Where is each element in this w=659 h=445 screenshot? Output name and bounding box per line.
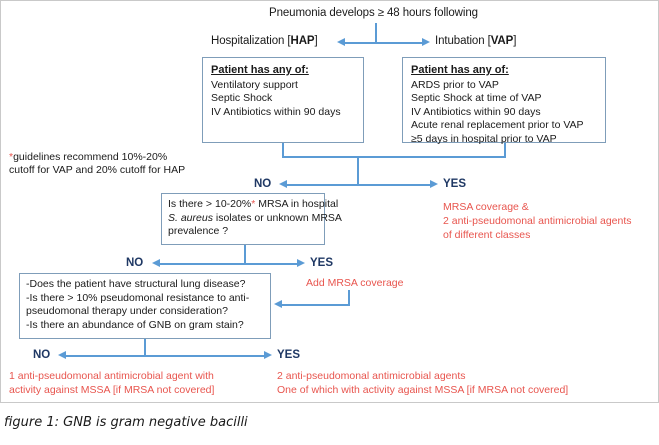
- branch-label-vap-text: Intubation [VAP]: [435, 35, 517, 47]
- level1-no-line: [287, 184, 358, 186]
- level2-decision-stem: [244, 245, 246, 263]
- branch-label-hap-text: Hospitalization [HAP]: [211, 35, 318, 47]
- level1-no-label: NO: [254, 178, 272, 190]
- box-hap-line-3: IV Antibiotics within 90 days: [211, 105, 341, 118]
- level2-no-arrowhead-icon: [152, 259, 160, 267]
- box-mrsa-line-1: Is there > 10-20%* MRSA in hospital: [168, 198, 338, 212]
- hap-branch-arrowhead-icon: [337, 38, 345, 46]
- branch-label-hap: Hospitalization [HAP]: [211, 35, 318, 47]
- add-mrsa-feedback-arrowhead-icon: [274, 300, 282, 308]
- box-mrsa-line-1b: MRSA in hospital: [255, 198, 339, 210]
- level3-no-label: NO: [33, 349, 51, 361]
- outcome-level1-yes-line-3: of different classes: [443, 229, 531, 241]
- outcome-level3-no: 1 anti-pseudomonal antimicrobial agent w…: [9, 369, 214, 397]
- level2-yes-line: [244, 263, 297, 265]
- box-vap-line-2: Septic Shock at time of VAP: [411, 92, 542, 104]
- level1-decision-stem: [357, 156, 359, 184]
- outcome-level1-yes-line-2: 2 anti-pseudomonal antimicrobial agents: [443, 215, 632, 227]
- box-vap-line-5: ≥5 days in hospital prior to VAP: [411, 132, 557, 145]
- box-mrsa-question: Is there > 10-20%* MRSA in hospital S. a…: [161, 193, 342, 245]
- box-pseudomonal-line-3: pseudomonal therapy under consideration?: [26, 305, 228, 317]
- level3-yes-label: YES: [277, 349, 301, 361]
- box-pseudomonal-line-4: -Is there an abundance of GNB on gram st…: [26, 318, 244, 331]
- box-mrsa-line-3: prevalence ?: [168, 225, 229, 237]
- box-vap-criteria: Patient has any of: ARDS prior to VAP Se…: [402, 57, 606, 145]
- box-hap-line-2: Septic Shock: [211, 92, 273, 104]
- add-mrsa-feedback-line: [282, 304, 350, 306]
- outcome-level3-yes: 2 anti-pseudomonal antimicrobial agents …: [277, 369, 568, 397]
- footnote-asterisk-icon: *: [9, 151, 14, 163]
- outcome-level1-yes: MRSA coverage & 2 anti-pseudomonal antim…: [443, 200, 632, 242]
- level2-no-line: [160, 263, 245, 265]
- level1-yes-line: [357, 184, 430, 186]
- outcome-level1-yes-line-1: MRSA coverage &: [443, 201, 529, 213]
- footnote-guidelines: *guidelines recommend 10%-20% cutoff for…: [9, 151, 185, 177]
- box-hap-criteria: Patient has any of: Ventilatory support …: [202, 57, 364, 143]
- box-hap-title: Patient has any of:: [211, 64, 309, 76]
- box-mrsa-species-italic: S. aureus: [168, 211, 213, 224]
- hap-box-exit-line: [282, 143, 284, 156]
- box-pseudomonal-line-1: -Does the patient have structural lung d…: [26, 278, 246, 290]
- level2-yes-arrowhead-icon: [297, 259, 305, 267]
- figure-header: Pneumonia develops ≥ 48 hours following: [269, 7, 478, 19]
- figure-caption: figure 1: GNB is gram negative bacilli: [4, 415, 248, 430]
- box-pseudomonal-question: -Does the patient have structural lung d…: [19, 273, 271, 339]
- box-mrsa-line-1a: Is there > 10-20%: [168, 198, 252, 210]
- level3-yes-line: [144, 355, 264, 357]
- hap-branch-line: [345, 42, 377, 44]
- outcome-level3-no-line-2: activity against MSSA [if MRSA not cover…: [9, 384, 215, 396]
- vap-branch-line: [375, 42, 422, 44]
- add-mrsa-feedback-drop: [348, 290, 350, 306]
- box-vap-line-3: IV Antibiotics within 90 days: [411, 105, 541, 118]
- footnote-line-2: cutoff for VAP and 20% cutoff for HAP: [9, 164, 186, 176]
- box-mrsa-line-2: S. aureus isolates or unknown MRSA: [168, 211, 342, 226]
- level1-yes-label: YES: [443, 178, 467, 190]
- box-vap-line-1: ARDS prior to VAP: [411, 78, 499, 91]
- header-stem-line: [375, 23, 377, 43]
- vap-box-exit-line: [504, 143, 506, 156]
- level2-no-label: NO: [126, 257, 144, 269]
- level1-no-arrowhead-icon: [279, 180, 287, 188]
- level2-yes-label: YES: [310, 257, 334, 269]
- level3-yes-arrowhead-icon: [264, 351, 272, 359]
- branch-label-vap: Intubation [VAP]: [435, 35, 516, 47]
- level3-decision-stem: [144, 339, 146, 355]
- outcome-level3-yes-line-2: One of which with activity against MSSA …: [277, 384, 569, 396]
- footnote-line-1: guidelines recommend 10%-20%: [13, 151, 168, 163]
- box-mrsa-asterisk-icon: *: [251, 198, 256, 210]
- vap-branch-arrowhead-icon: [422, 38, 430, 46]
- box-vap-title: Patient has any of:: [411, 64, 509, 76]
- box-vap-line-4: Acute renal replacement prior to VAP: [411, 119, 584, 131]
- level1-yes-arrowhead-icon: [430, 180, 438, 188]
- outcome-level2-yes: Add MRSA coverage: [306, 276, 403, 290]
- level3-no-line: [66, 355, 145, 357]
- level3-no-arrowhead-icon: [58, 351, 66, 359]
- box-hap-line-1: Ventilatory support: [211, 78, 298, 91]
- flowchart-figure: Pneumonia develops ≥ 48 hours following …: [0, 0, 659, 403]
- box-pseudomonal-line-2: -Is there > 10% pseudomonal resistance t…: [26, 291, 250, 304]
- outcome-level3-yes-line-1: 2 anti-pseudomonal antimicrobial agents: [277, 370, 466, 382]
- outcome-level3-no-line-1: 1 anti-pseudomonal antimicrobial agent w…: [9, 370, 214, 382]
- outcome-level2-yes-line-1: Add MRSA coverage: [306, 277, 404, 289]
- box-mrsa-line-2-rest: isolates or unknown MRSA: [212, 211, 342, 224]
- level1-merge-bar: [282, 156, 506, 158]
